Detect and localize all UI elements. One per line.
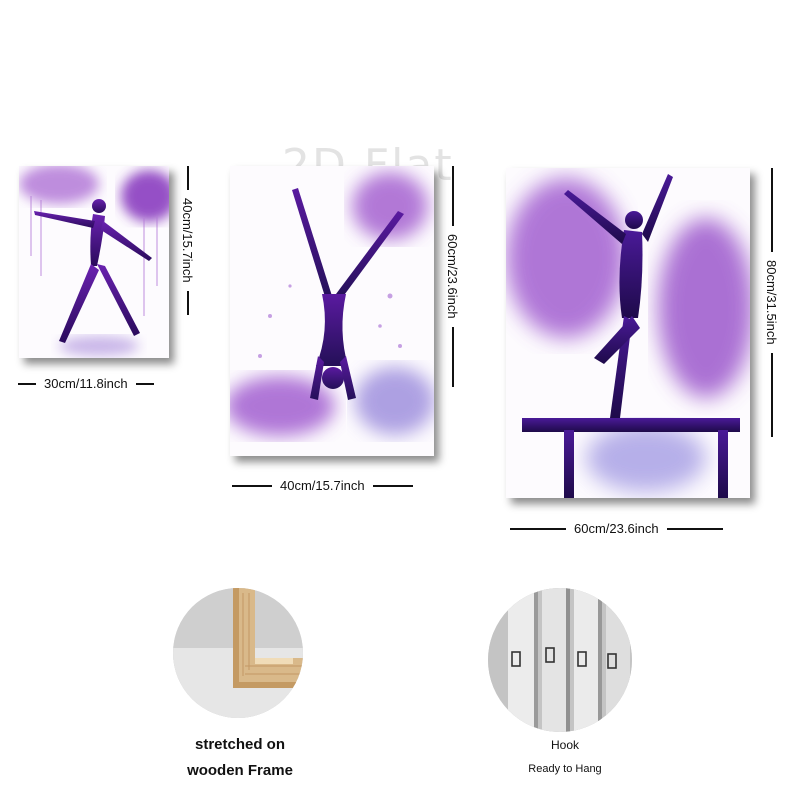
hook-caption-line2: Ready to Hang — [528, 763, 602, 775]
small-height-label: 40cm/15.7inch — [180, 198, 195, 283]
medium-width-label: 40cm/15.7inch — [280, 478, 365, 493]
hook-caption: Hook Ready to Hang — [500, 736, 630, 778]
dim-large-height: 80cm/31.5inch — [764, 168, 779, 498]
medium-height-label: 60cm/23.6inch — [445, 234, 460, 319]
frame-caption-line2: wooden Frame — [187, 762, 293, 779]
dim-small-width: 30cm/11.8inch — [18, 376, 154, 391]
dim-medium-width: 40cm/15.7inch — [232, 478, 413, 493]
dim-medium-height: 60cm/23.6inch — [445, 166, 460, 456]
sawtooth-hook-icon — [488, 588, 632, 732]
frame-caption: stretched on wooden Frame — [160, 732, 320, 784]
large-height-label: 80cm/31.5inch — [764, 260, 779, 345]
frame-caption-line1: stretched on — [194, 736, 285, 753]
large-width-label: 60cm/23.6inch — [574, 521, 659, 536]
dim-large-width: 60cm/23.6inch — [510, 521, 723, 536]
wooden-frame-photo — [173, 588, 303, 718]
hook-photo — [488, 588, 632, 732]
canvas-small — [19, 166, 169, 358]
wooden-frame-corner-icon — [173, 588, 303, 718]
lunge-arms-spread-icon — [19, 166, 169, 356]
hook-caption-line1: Hook — [550, 738, 579, 752]
handstand-split-icon — [230, 172, 434, 436]
small-width-label: 30cm/11.8inch — [44, 376, 128, 391]
balance-beam-pose-icon — [506, 174, 750, 498]
dim-small-height: 40cm/15.7inch — [180, 166, 195, 358]
canvas-medium — [230, 166, 434, 456]
canvas-large — [506, 168, 750, 498]
